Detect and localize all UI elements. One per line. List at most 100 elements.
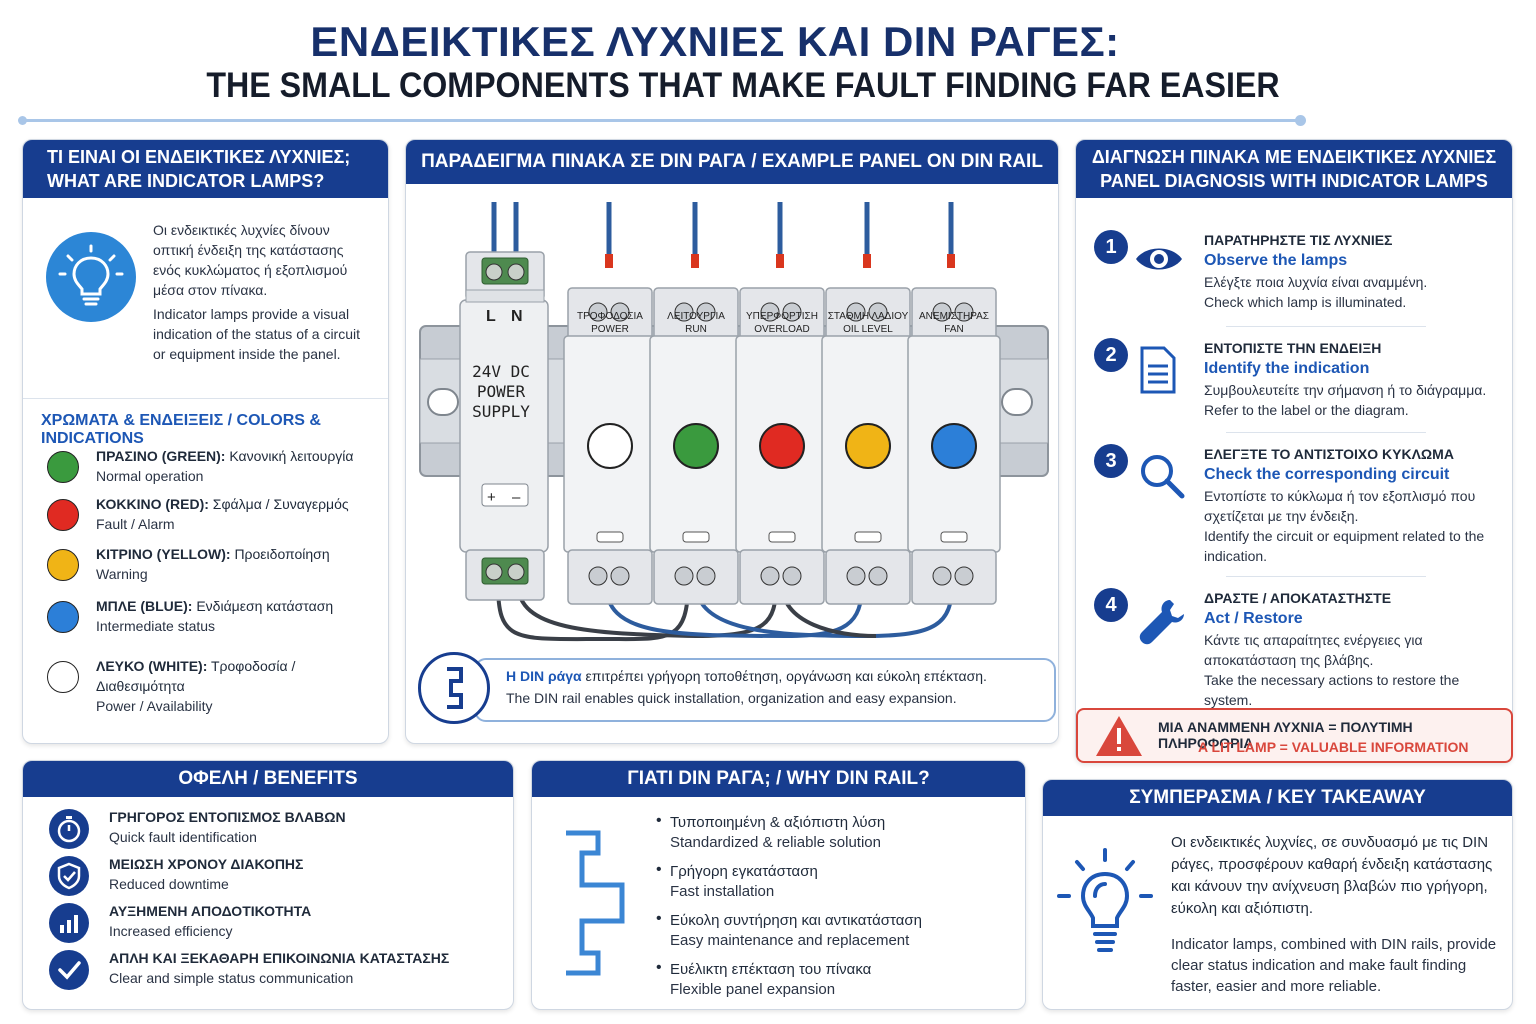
bar-chart-icon: [60, 915, 78, 933]
panel-diagnosis-card: ΔΙΑΓΝΩΣΗ ΠΙΝΑΚΑ ΜΕ ΕΝΔΕΙΚΤΙΚΕΣ ΛΥΧΝΙΕΣ P…: [1075, 139, 1513, 763]
benefits-card: ΟΦΕΛΗ / BENEFITS ΓΡΗΓΟΡΟΣ ΕΝΤΟΠΙΣΜΟΣ ΒΛΑ…: [22, 760, 514, 1010]
alert-text-greek: ΜΙΑ ΑΝΑΜΜΕΝΗ ΛΥΧΝΙΑ = ΠΟΛΥΤΙΜΗ ΠΛΗΡΟΦΟΡΙ…: [1158, 719, 1413, 751]
din-rail-icon: [447, 667, 463, 709]
color-greek: Προειδοποίηση: [234, 546, 330, 562]
color-english: Normal operation: [96, 468, 204, 484]
step-title-english: Act / Restore: [1204, 610, 1303, 627]
takeaway-text-english: Indicator lamps, combined with DIN rails…: [1171, 936, 1497, 995]
din-rail-panel-illustration: [419, 202, 1049, 642]
document-icon: [1140, 346, 1176, 394]
color-greek: Σφάλμα / Συναγερμός: [212, 496, 349, 512]
din-rail-profile-icon: [566, 830, 625, 976]
lamp-oil-level: [845, 423, 891, 469]
color-english: Warning: [96, 566, 148, 582]
step-desc-greek: Κάντε τις απαραίτητες ενέργειες για αποκ…: [1204, 632, 1423, 668]
color-greek: Κανονική λειτουργία: [229, 448, 354, 464]
color-english: Fault / Alarm: [96, 516, 175, 532]
module-3: [735, 287, 829, 605]
wrench-icon: [1139, 600, 1184, 645]
what-text-english: Indicator lamps provide a visual indicat…: [153, 306, 360, 362]
benefit-item: ΑΠΛΗ ΚΑΙ ΞΕΚΑΘΑΡΗ ΕΠΙΚΟΙΝΩΝΙΑ ΚΑΤΑΣΤΑΣΗΣ…: [49, 948, 509, 992]
what-card-header: ΤΙ ΕΙΝΑΙ ΟΙ ΕΝΔΕΙΚΤΙΚΕΣ ΛΥΧΝΙΕΣ; WHAT AR…: [23, 140, 388, 198]
example-panel-card: ΠΑΡΑΔΕΙΓΜΑ ΠΙΝΑΚΑ ΣΕ DIN ΡΑΓΑ / EXAMPLE …: [405, 139, 1059, 744]
color-name: ΛΕΥΚΟ (WHITE):: [96, 658, 208, 674]
step-title-english: Check the corresponding circuit: [1204, 466, 1450, 483]
benefit-title-greek: ΑΥΞΗΜΕΝΗ ΑΠΟΔΟΤΙΚΟΤΗΤΑ: [109, 903, 312, 919]
benefit-item: ΜΕΙΩΣΗ ΧΡΟΝΟΥ ΔΙΑΚΟΠΗΣ Reduced downtime: [49, 854, 509, 898]
color-name: ΚΟΚΚΙΝΟ (RED):: [96, 496, 209, 512]
red-dot: [47, 499, 79, 531]
why-card-header: ΓΙΑΤΙ DIN ΡΑΓΑ; / WHY DIN RAIL?: [532, 761, 1025, 797]
color-name: ΚΙΤΡΙΝΟ (YELLOW):: [96, 546, 231, 562]
step-desc-greek: Εντοπίστε το κύκλωμα ή τον εξοπλισμό που…: [1204, 488, 1476, 524]
din-note-greek: Η DIN ράγα επιτρέπει γρήγορη τοποθέτηση,…: [506, 668, 987, 684]
step-title-english: Identify the indication: [1204, 360, 1370, 377]
module-1: [563, 287, 657, 605]
lightbulb-icon: [58, 244, 124, 306]
magnifier-icon: [1141, 455, 1185, 499]
psu-n-label: N: [511, 308, 523, 325]
benefit-title-greek: ΓΡΗΓΟΡΟΣ ΕΝΤΟΠΙΣΜΟΣ ΒΛΑΒΩΝ: [109, 809, 346, 825]
step-desc-greek: Συμβουλευτείτε την σήμανση ή το διάγραμμ…: [1204, 382, 1487, 398]
benefit-title-english: Clear and simple status communication: [109, 970, 354, 986]
green-dot: [47, 451, 79, 483]
white-dot: [47, 661, 79, 693]
psu-label: 24V DC POWER SUPPLY: [472, 362, 530, 421]
step-title-greek: ΕΝΤΟΠΙΣΤΕ ΤΗΝ ΕΝΔΕΙΞΗ: [1204, 340, 1382, 356]
step-title-english: Observe the lamps: [1204, 252, 1348, 269]
step-desc-english: Identify the circuit or equipment relate…: [1204, 528, 1485, 564]
din-note-english: The DIN rail enables quick installation,…: [506, 690, 957, 706]
warning-icon: [1096, 716, 1142, 756]
divider: [23, 398, 388, 399]
module-2: [649, 287, 743, 605]
eye-icon: [1136, 248, 1182, 270]
shield-icon: [57, 862, 81, 890]
divider: [1226, 576, 1426, 577]
lamp-power: [587, 423, 633, 469]
takeaway-text-greek: Οι ενδεικτικές λυχνίες, σε συνδυασμό με …: [1171, 834, 1493, 917]
lit-lamp-alert: ΜΙΑ ΑΝΑΜΜΕΝΗ ΛΥΧΝΙΑ = ΠΟΛΥΤΙΜΗ ΠΛΗΡΟΦΟΡΙ…: [1076, 708, 1513, 763]
page-title-greek: ΕΝΔΕΙΚΤΙΚΕΣ ΛΥΧΝΙΕΣ ΚΑΙ DIN ΡΑΓΕΣ:: [310, 18, 1120, 65]
step-title-greek: ΔΡΑΣΤΕ / ΑΠΟΚΑΤΑΣΤΗΣΤΕ: [1204, 590, 1392, 606]
color-english: Intermediate status: [96, 618, 216, 634]
diagnosis-title-greek: ΔΙΑΓΝΩΣΗ ΠΙΝΑΚΑ ΜΕ ΕΝΔΕΙΚΤΙΚΕΣ ΛΥΧΝΙΕΣ: [1091, 147, 1497, 167]
why-din-rail-card: ΓΙΑΤΙ DIN ΡΑΓΑ; / WHY DIN RAIL? Τυποποιη…: [531, 760, 1026, 1010]
step-title-greek: ΠΑΡΑΤΗΡΗΣΤΕ ΤΙΣ ΛΥΧΝΙΕΣ: [1204, 232, 1393, 248]
step-number: 3: [1094, 444, 1128, 478]
step-number: 2: [1094, 338, 1128, 372]
benefit-title-english: Reduced downtime: [109, 876, 229, 892]
what-are-indicator-lamps-card: ΤΙ ΕΙΝΑΙ ΟΙ ΕΝΔΕΙΚΤΙΚΕΣ ΛΥΧΝΙΕΣ; WHAT AR…: [22, 139, 389, 744]
key-takeaway-card: ΣΥΜΠΕΡΑΣΜΑ / KEY TAKEAWAY Οι ενδεικτικές…: [1042, 779, 1513, 1010]
psu-plus-label: +: [487, 489, 496, 506]
step-desc-english: Refer to the label or the diagram.: [1204, 402, 1409, 418]
step-desc-greek: Ελέγξτε ποια λυχνία είναι αναμμένη.: [1204, 274, 1428, 290]
colors-section-title: ΧΡΩΜΑΤΑ & ΕΝΔΕΙΞΕΙΣ / COLORS & INDICATIO…: [41, 412, 321, 447]
color-greek: Ενδιάμεση κατάσταση: [196, 598, 334, 614]
list-item: Τυποποιημένη & αξιόπιστη λύσηStandardize…: [656, 812, 1016, 853]
lamp-run: [673, 423, 719, 469]
alert-text-english: A LIT LAMP = VALUABLE INFORMATION: [1198, 739, 1469, 755]
psu-l-label: L: [486, 308, 496, 325]
color-name: ΠΡΑΣΙΝΟ (GREEN):: [96, 448, 226, 464]
color-english: Power / Availability: [96, 698, 213, 714]
benefit-title-greek: ΜΕΙΩΣΗ ΧΡΟΝΟΥ ΔΙΑΚΟΠΗΣ: [109, 856, 304, 872]
lightbulb-badge: [46, 232, 136, 322]
benefit-title-greek: ΑΠΛΗ ΚΑΙ ΞΕΚΑΘΑΡΗ ΕΠΙΚΟΙΝΩΝΙΑ ΚΑΤΑΣΤΑΣΗΣ: [109, 950, 450, 966]
psu-minus-label: –: [512, 489, 521, 506]
benefits-card-header: ΟΦΕΛΗ / BENEFITS: [23, 761, 513, 797]
color-row-white: ΛΕΥΚΟ (WHITE): Τροφοδοσία / Διαθεσιμότητ…: [47, 656, 387, 714]
lamp-overload: [759, 423, 805, 469]
takeaway-card-header: ΣΥΜΠΕΡΑΣΜΑ / KEY TAKEAWAY: [1043, 780, 1512, 816]
yellow-dot: [47, 549, 79, 581]
lightbulb-icon: [1057, 848, 1153, 952]
